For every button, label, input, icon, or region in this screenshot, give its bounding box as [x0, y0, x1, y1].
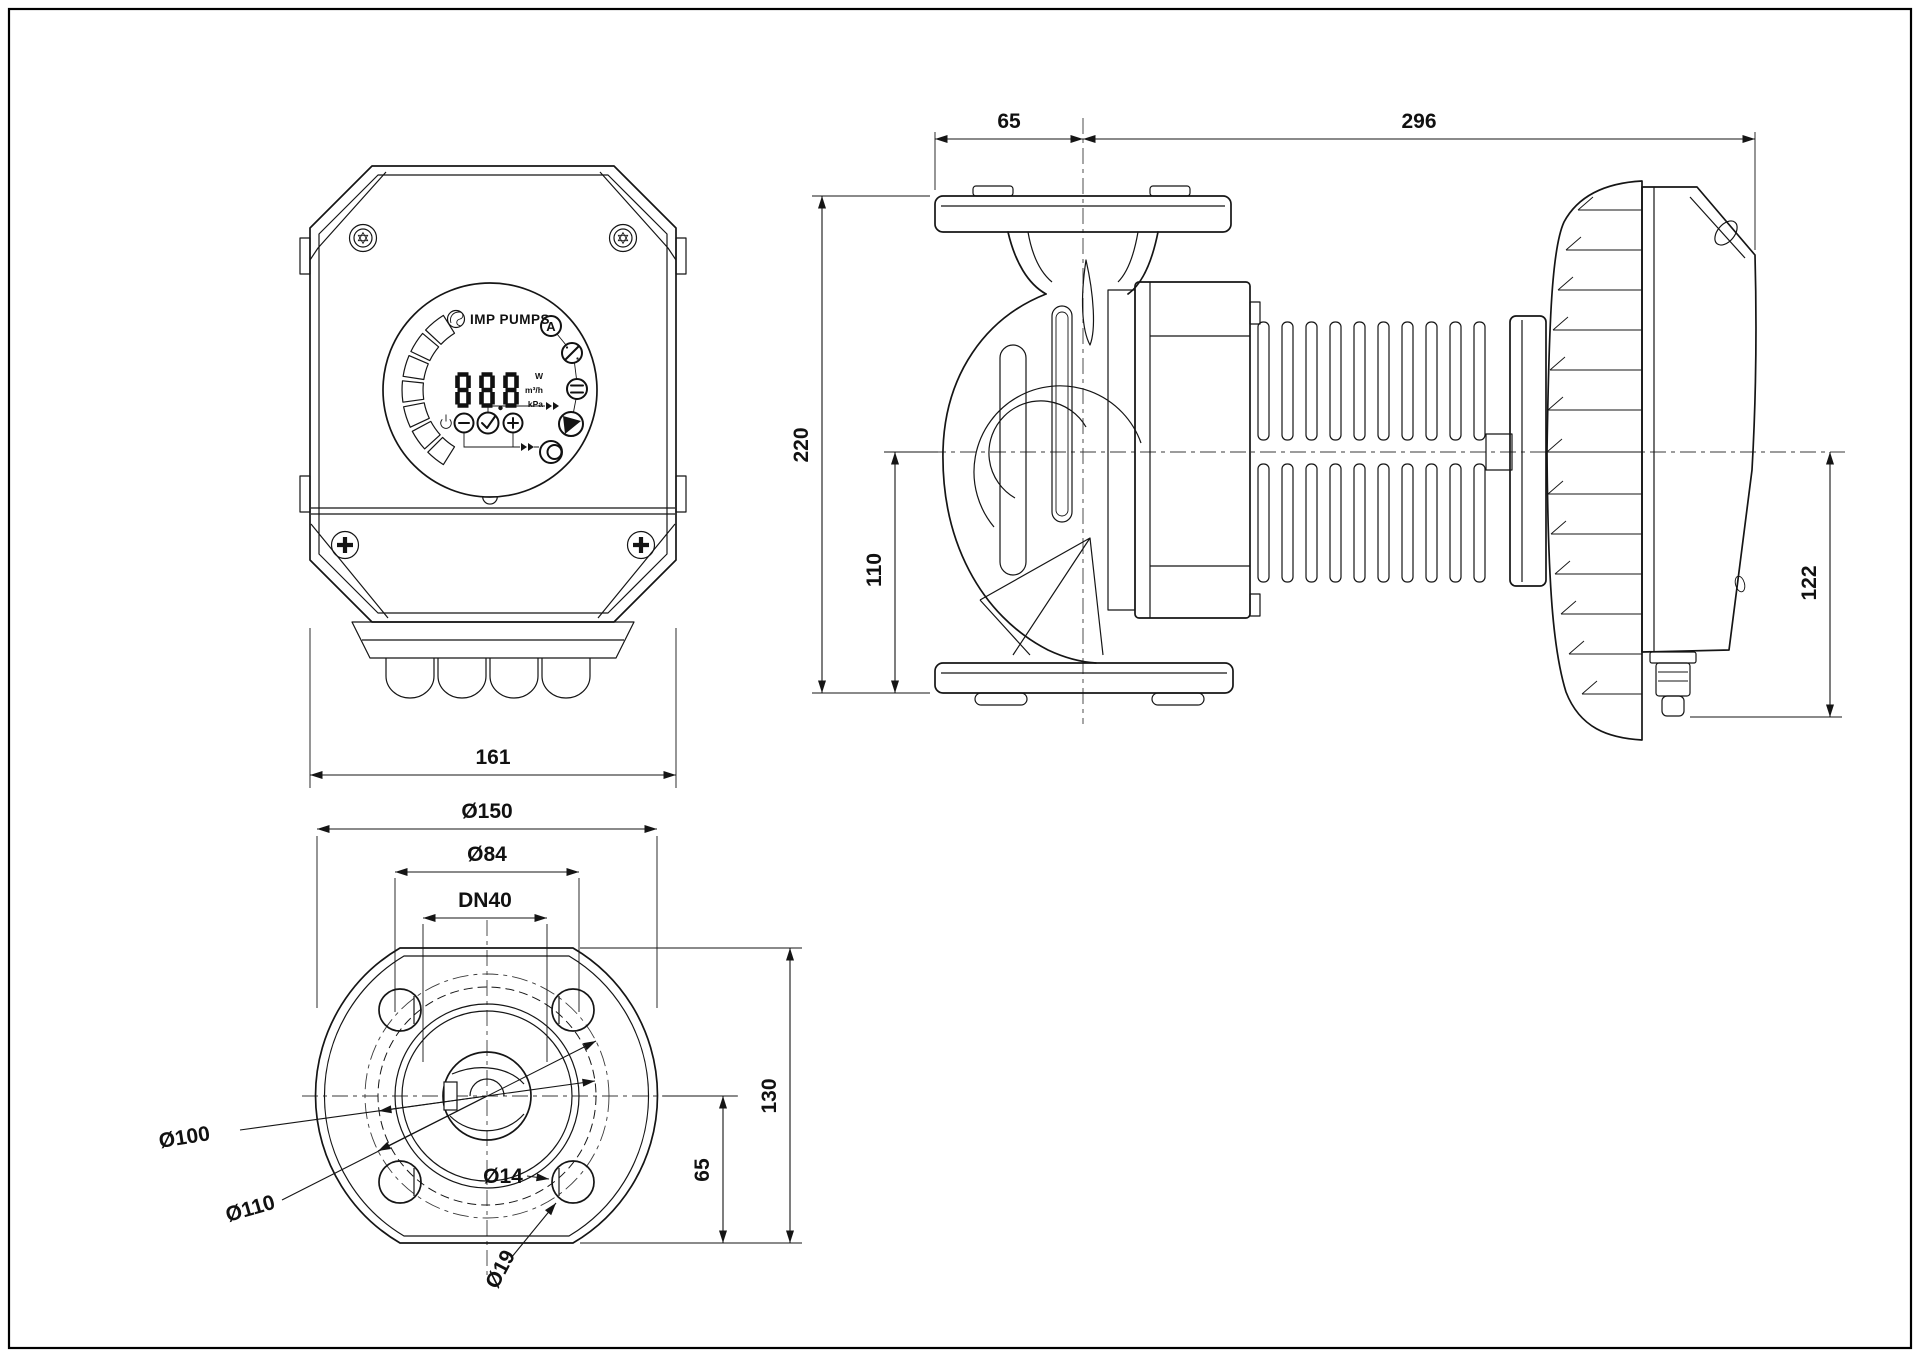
side-view: 65 296 220 110 122	[790, 110, 1845, 741]
svg-text:65: 65	[997, 110, 1021, 133]
bolt-holes	[378, 988, 595, 1204]
sensor-slot	[1051, 305, 1073, 523]
shaft-hub	[1485, 433, 1513, 471]
dim-side-65: 65	[934, 110, 1083, 190]
dim-bottom-84: Ø84	[394, 843, 580, 1012]
cable-gland-row	[385, 658, 591, 699]
vent-hole	[1714, 220, 1738, 246]
pump-volute	[942, 293, 1142, 664]
pilot-circle	[377, 986, 597, 1206]
minus-button	[453, 412, 475, 434]
panel-notch	[482, 496, 498, 505]
dim-front-width: 161	[309, 628, 677, 788]
svg-text:122: 122	[1798, 565, 1821, 600]
svg-text:Ø84: Ø84	[467, 843, 507, 866]
display-digit	[503, 372, 519, 408]
dim-bottom-130: 130	[580, 947, 802, 1244]
dim-side-122: 122	[1690, 452, 1842, 718]
night-mode-icon	[539, 440, 563, 464]
electronics-box	[1641, 186, 1757, 717]
gauge-arc	[401, 314, 456, 466]
constant-pressure-icon	[566, 378, 588, 400]
guide-vane	[1081, 259, 1095, 346]
torx-screw	[348, 223, 378, 253]
dim-bottom-19: Ø19	[481, 1202, 557, 1292]
svg-text:161: 161	[475, 746, 510, 769]
svg-text:65: 65	[691, 1158, 714, 1182]
top-flange	[934, 195, 1232, 233]
mounting-tab	[675, 237, 687, 275]
cable-gland	[1649, 651, 1697, 717]
sheet-border	[7, 7, 1913, 1350]
display-digit	[455, 372, 471, 408]
brand-label: IMP PUMPS	[470, 312, 550, 327]
bolt-circle	[364, 973, 610, 1219]
confirm-button	[476, 411, 500, 435]
plus-button	[502, 412, 524, 434]
display-digit	[479, 372, 495, 408]
front-view: IMP PUMPS A	[299, 165, 687, 788]
bottom-flange	[934, 662, 1234, 706]
control-panel: IMP PUMPS A	[382, 282, 598, 505]
mounting-tab	[675, 475, 687, 513]
mounting-tab	[299, 237, 311, 275]
auto-mode-icon: A	[540, 315, 562, 337]
svg-text:Ø100: Ø100	[157, 1122, 211, 1153]
cooling-fins	[1257, 321, 1486, 583]
unit-flow: m³/h	[525, 385, 543, 395]
torx-screw	[608, 223, 638, 253]
unit-power: W	[535, 371, 544, 381]
unit-pressure: kPa	[528, 399, 543, 409]
dim-side-296: 296	[1083, 110, 1756, 250]
display-units: W m³/h kPa	[525, 371, 544, 409]
svg-text:Ø14: Ø14	[483, 1165, 523, 1188]
dim-side-110: 110	[863, 451, 938, 693]
dim-bottom-14: Ø14	[483, 1165, 550, 1188]
svg-text:Ø150: Ø150	[461, 800, 512, 823]
svg-text:Ø110: Ø110	[223, 1191, 278, 1227]
pump-run-icon	[558, 411, 584, 437]
proportional-pressure-icon	[561, 342, 583, 364]
keyway	[443, 1081, 458, 1111]
raised-face	[394, 1003, 580, 1189]
dim-bottom-65: 65	[663, 1095, 737, 1243]
svg-text:296: 296	[1401, 110, 1436, 133]
dim-bottom-100: Ø100	[157, 1078, 596, 1153]
power-icon	[440, 414, 452, 429]
imp-pumps-logo-icon	[446, 309, 466, 329]
impeller-detail	[443, 1067, 525, 1132]
svg-text:220: 220	[790, 427, 813, 462]
svg-text:A: A	[546, 319, 556, 334]
heatsink-ribs	[1546, 180, 1643, 741]
svg-text:130: 130	[758, 1078, 781, 1113]
adapter-plate	[1509, 315, 1547, 587]
dim-side-220: 220	[790, 195, 930, 694]
dim-bottom-110: Ø110	[223, 1040, 597, 1227]
display-decimal-point	[498, 405, 503, 411]
motor-block	[1107, 281, 1261, 619]
phillips-screw	[330, 530, 360, 560]
svg-text:DN40: DN40	[458, 889, 512, 912]
bore	[442, 1051, 532, 1141]
svg-text:110: 110	[863, 553, 886, 587]
mounting-tab	[299, 475, 311, 513]
dim-bottom-150: Ø150	[316, 800, 658, 1008]
phillips-screw	[626, 530, 656, 560]
dim-bottom-dn40: DN40	[422, 889, 548, 1062]
bottom-view: Ø150 Ø84 DN40 Ø100 Ø110	[157, 800, 802, 1292]
seven-segment-display	[455, 372, 519, 411]
